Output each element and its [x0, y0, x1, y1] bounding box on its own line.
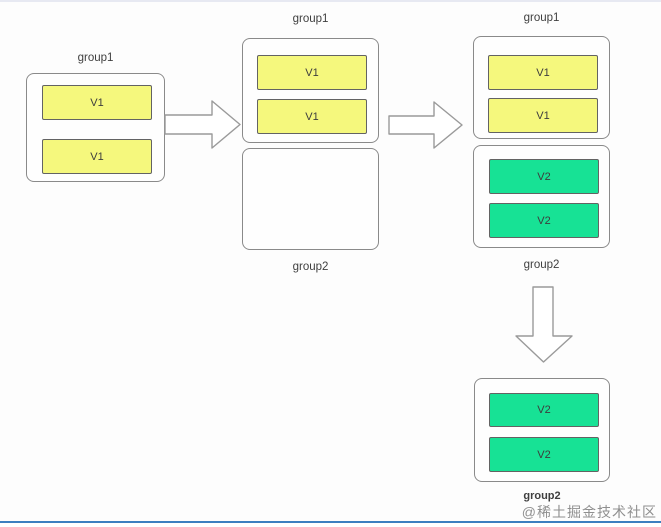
stage1-group1-box: V1 V1	[26, 73, 165, 182]
stage3-node-v2-2: V2	[489, 203, 599, 238]
stage2-node-v1-2: V1	[257, 99, 367, 134]
stage3-node-v1-1: V1	[488, 55, 598, 90]
stage3-group1-box: V1 V1	[473, 36, 610, 139]
stage2-group2-label: group2	[292, 261, 329, 273]
block-arrow-right-icon	[388, 101, 463, 149]
stage3-node-v1-2: V1	[488, 98, 598, 133]
flow-arrow-right-1	[164, 99, 242, 150]
stage2-group1-box: V1 V1	[242, 38, 379, 143]
stage4-group2-box: V2 V2	[474, 378, 610, 482]
flow-arrow-right-2	[388, 100, 464, 150]
stage3-group2-box: V2 V2	[473, 145, 610, 248]
stage3-group1-label: group1	[523, 12, 560, 24]
top-edge-strip	[0, 0, 661, 2]
stage1-node-v1-1: V1	[42, 85, 152, 120]
stage1-node-v1-2: V1	[42, 139, 152, 174]
stage3-group2-label: group2	[523, 259, 560, 271]
watermark-text: @稀土掘金技术社区	[521, 504, 657, 520]
block-arrow-down-icon	[515, 286, 573, 363]
bottom-white-strip	[0, 523, 661, 527]
stage3-node-v2-1: V2	[489, 159, 599, 194]
stage4-node-v2-2: V2	[489, 437, 599, 472]
stage2-node-v1-1: V1	[257, 55, 367, 90]
flow-arrow-down	[515, 286, 573, 363]
bottom-accent-line	[0, 521, 661, 523]
stage4-group2-label: group2	[523, 490, 561, 502]
stage4-node-v2-1: V2	[489, 393, 599, 427]
stage1-group1-label: group1	[77, 52, 114, 64]
block-arrow-right-icon	[164, 100, 241, 149]
stage2-group1-label: group1	[292, 13, 329, 25]
stage2-group2-box-empty	[242, 148, 379, 250]
